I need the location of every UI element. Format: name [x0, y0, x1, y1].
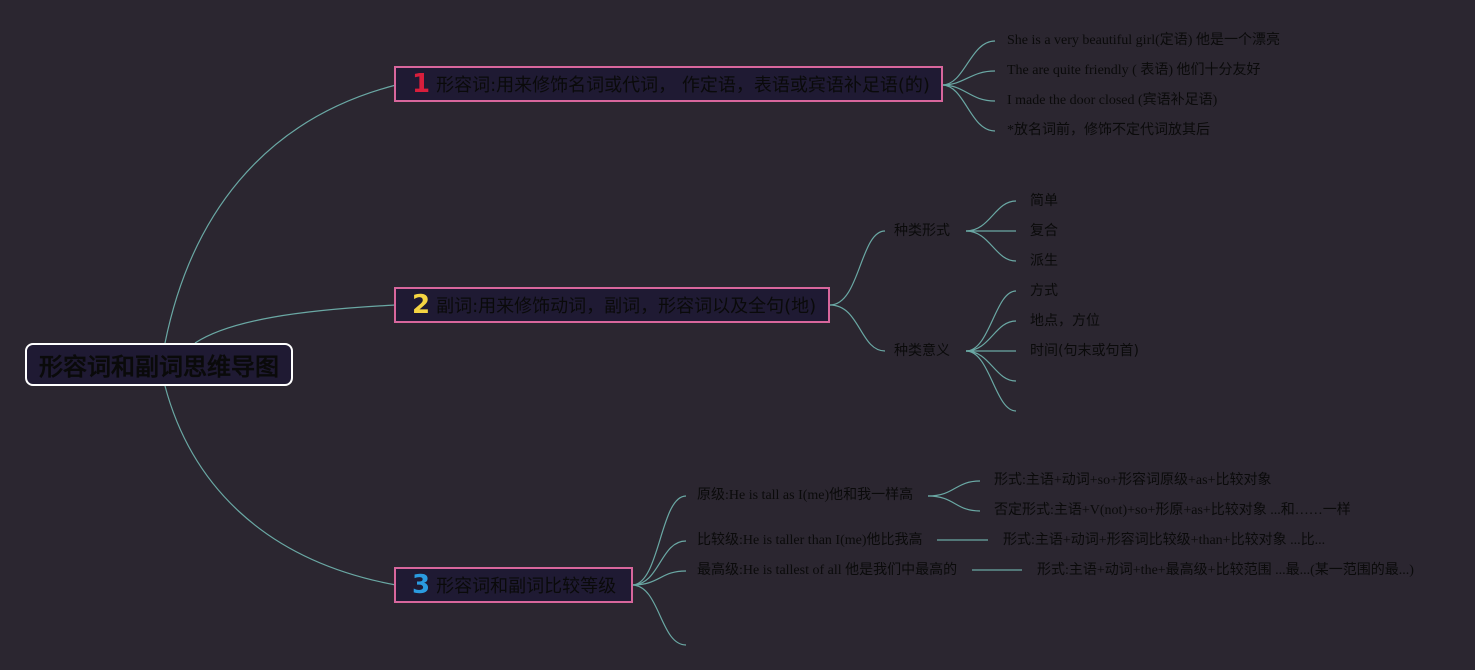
branch-label: 副词:用来修饰动词，副词，形容词以及全句(地): [436, 296, 817, 317]
connector-b2-g1: [829, 230, 886, 306]
number-badge-3: 3: [412, 570, 431, 600]
connector-b2g2-i4: [965, 350, 1017, 382]
leaf-form-derived[interactable]: 派生: [1030, 253, 1058, 269]
connector-b2g2-i1: [965, 290, 1017, 352]
connector-b3-g1: [631, 495, 687, 586]
leaf-comparative-form[interactable]: 形式:主语+动词+形容词比较级+than+比较对象 ...比...: [1003, 533, 1326, 548]
number-badge-1: 1: [412, 69, 431, 99]
connector-b3g1-i1: [927, 480, 981, 497]
connector-b2g2-i2: [965, 320, 1017, 352]
branch-label: 形容词和副词比较等级: [436, 576, 617, 597]
group-adverb-form[interactable]: 种类形式: [894, 223, 950, 239]
leaf-positive-form[interactable]: 形式:主语+动词+so+形容词原级+as+比较对象: [994, 473, 1272, 488]
group-positive-degree[interactable]: 原级:He is tall as I(me)他和我一样高: [697, 488, 914, 503]
connector-b2g1-i1: [965, 200, 1017, 232]
connector-b1-c2: [941, 70, 996, 86]
root-node[interactable]: 形容词和副词思维导图: [25, 343, 293, 386]
leaf-adjective-example-1[interactable]: She is a very beautiful girl(定语) 他是一个漂亮: [1007, 33, 1280, 48]
connector-b2g2-i5: [965, 350, 1017, 412]
branch-adverb[interactable]: 2 副词:用来修饰动词，副词，形容词以及全句(地): [394, 287, 830, 323]
leaf-form-compound[interactable]: 复合: [1030, 223, 1058, 239]
number-badge-2: 2: [412, 290, 431, 320]
connector-b2g1-i3: [965, 230, 1017, 262]
leaf-adjective-example-2[interactable]: The are quite friendly ( 表语) 他们十分友好: [1007, 63, 1261, 78]
connector-b1-c1: [941, 40, 996, 86]
group-superlative-degree[interactable]: 最高级:He is tallest of all 他是我们中最高的: [697, 563, 958, 578]
leaf-adjective-example-3[interactable]: I made the door closed (宾语补足语): [1007, 93, 1218, 108]
connector-root-branch1: [164, 84, 397, 344]
connector-b3-g3: [631, 570, 687, 586]
group-comparative-degree[interactable]: 比较级:He is taller than I(me)他比我高: [697, 533, 923, 548]
connector-b1-c4: [941, 84, 996, 132]
connector-root-branch2: [194, 304, 397, 344]
leaf-positive-negative-form[interactable]: 否定形式:主语+V(not)+so+形原+as+比较对象 ...和……一样: [994, 503, 1351, 518]
branch-adjective[interactable]: 1 形容词:用来修饰名词或代词， 作定语，表语或宾语补足语(的): [394, 66, 943, 102]
leaf-form-simple[interactable]: 简单: [1030, 193, 1058, 209]
connector-b2-g2: [829, 304, 886, 352]
leaf-superlative-form[interactable]: 形式:主语+动词+the+最高级+比较范围 ...最...(某一范围的最...): [1037, 563, 1414, 578]
connector-b3g1-i2: [927, 495, 981, 512]
connector-b3-g2: [631, 540, 687, 586]
branch-comparison[interactable]: 3 形容词和副词比较等级: [394, 567, 633, 603]
connector-root-branch3: [164, 385, 397, 586]
group-adverb-meaning[interactable]: 种类意义: [894, 343, 950, 359]
connector-b1-c3: [941, 84, 996, 102]
leaf-meaning-manner[interactable]: 方式: [1030, 283, 1058, 299]
leaf-adjective-note[interactable]: *放名词前，修饰不定代词放其后: [1007, 123, 1210, 138]
leaf-meaning-time[interactable]: 时间(句末或句首): [1030, 343, 1139, 359]
root-title: 形容词和副词思维导图: [39, 353, 279, 381]
leaf-meaning-place[interactable]: 地点，方位: [1030, 313, 1100, 329]
branch-label: 形容词:用来修饰名词或代词， 作定语，表语或宾语补足语(的): [436, 75, 930, 96]
connector-b3-g4: [631, 584, 687, 646]
